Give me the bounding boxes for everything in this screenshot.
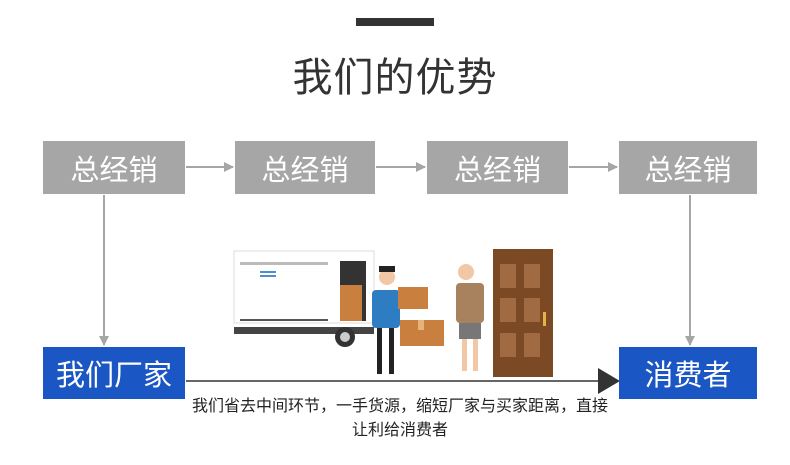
delivery-illustration — [233, 249, 553, 377]
page-title: 我们的优势 — [292, 55, 498, 101]
title-accent-bar — [356, 18, 434, 26]
factory-box: 我们厂家 — [43, 347, 185, 399]
caption-text: 我们省去中间环节，一手货源，缩短厂家与买家距离，直接让利给消费者 — [191, 396, 608, 439]
distributor-box-2: 总经销 — [235, 141, 375, 194]
main-arrow-head — [598, 368, 620, 394]
distributor-box-4: 总经销 — [619, 141, 757, 194]
distributor-box-1: 总经销 — [43, 141, 185, 194]
distributor-box-3: 总经销 — [427, 141, 568, 194]
consumer-box: 消费者 — [619, 347, 757, 399]
